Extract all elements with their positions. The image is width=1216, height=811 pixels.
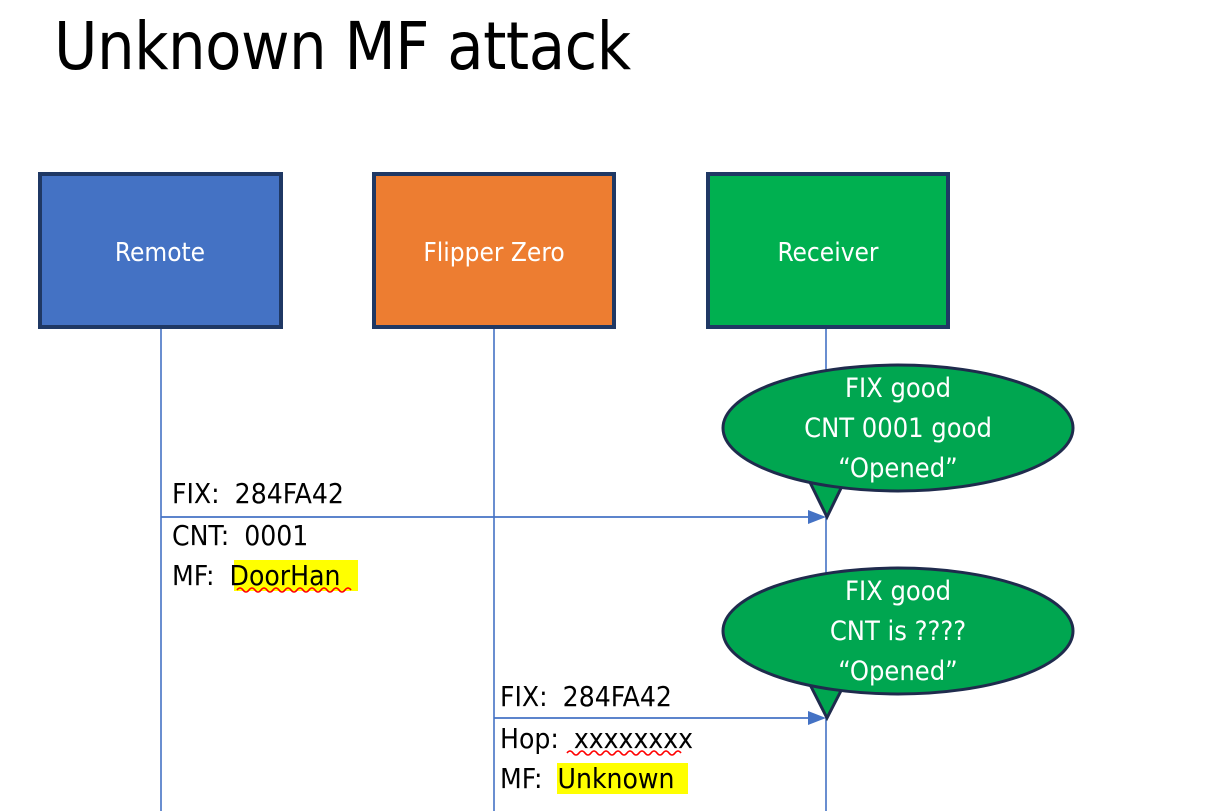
- message-2-labels: FIX: 284FA42 Hop: xxxxxxxx MF: Unknown: [500, 680, 693, 795]
- message-1-spellcheck-underline-icon: [236, 587, 352, 593]
- message-2-spellcheck-underline-icon: [566, 750, 682, 756]
- message-1-arrowhead-icon: [808, 510, 826, 524]
- message-2-highlight-unknown: [557, 763, 688, 794]
- message-1-line-1: FIX: 284FA42: [172, 477, 344, 510]
- callout-2-line-3: “Opened”: [838, 656, 957, 687]
- message-1-line-3-value: DoorHan: [230, 559, 341, 592]
- actor-box-remote[interactable]: Remote: [38, 172, 283, 329]
- callout-1-line-3: “Opened”: [838, 453, 957, 484]
- message-1-arrow[interactable]: [161, 510, 826, 524]
- message-2-line-1-value: 284FA42: [563, 680, 672, 713]
- message-1-line-2-label: CNT:: [172, 519, 229, 552]
- callout-2-line-1: FIX good: [845, 576, 951, 607]
- page-title: Unknown MF attack: [54, 8, 631, 85]
- actor-rect-receiver: [706, 172, 950, 329]
- callout-1[interactable]: FIX good CNT 0001 good “Opened”: [721, 363, 1075, 521]
- actor-label-receiver: Receiver: [777, 238, 878, 268]
- message-2-line-1: FIX: 284FA42: [500, 680, 672, 713]
- actor-box-flipper[interactable]: Flipper Zero: [372, 172, 616, 329]
- callout-1-line-2: CNT 0001 good: [804, 413, 992, 444]
- message-2-line-3-label: MF:: [500, 762, 543, 795]
- message-2-line-2-value: xxxxxxxx: [574, 722, 693, 755]
- message-1-highlight-doorhan: [234, 560, 358, 591]
- message-1-line-1-label: FIX:: [172, 477, 220, 510]
- message-1-line-2-value: 0001: [244, 519, 308, 552]
- message-1-line-3-label: MF:: [172, 559, 215, 592]
- message-2-line-3: MF: Unknown: [500, 762, 675, 795]
- message-2-line-2-label: Hop:: [500, 722, 559, 755]
- message-1-line-1-value: 284FA42: [235, 477, 344, 510]
- callout-2[interactable]: FIX good CNT is ???? “Opened”: [721, 566, 1075, 722]
- message-2-line-3-value: Unknown: [558, 762, 675, 795]
- message-2-arrowhead-icon: [808, 711, 826, 725]
- message-1-labels: FIX: 284FA42 CNT: 0001 MF: DoorHan: [172, 477, 358, 593]
- message-2-arrow[interactable]: [494, 711, 826, 725]
- callout-2-bubble: [721, 566, 1075, 696]
- message-1-line-3: MF: DoorHan: [172, 559, 340, 592]
- message-2-line-2: Hop: xxxxxxxx: [500, 722, 693, 755]
- actor-rect-remote: [38, 172, 283, 329]
- message-2-line-1-label: FIX:: [500, 680, 548, 713]
- callout-1-line-1: FIX good: [845, 373, 951, 404]
- message-1-line-2: CNT: 0001: [172, 519, 308, 552]
- actor-label-remote: Remote: [115, 238, 205, 268]
- callout-1-bubble: [721, 363, 1075, 493]
- actor-rect-flipper: [372, 172, 616, 329]
- callout-2-line-2: CNT is ????: [830, 616, 966, 647]
- actor-label-flipper: Flipper Zero: [423, 238, 564, 268]
- actor-box-receiver[interactable]: Receiver: [706, 172, 950, 329]
